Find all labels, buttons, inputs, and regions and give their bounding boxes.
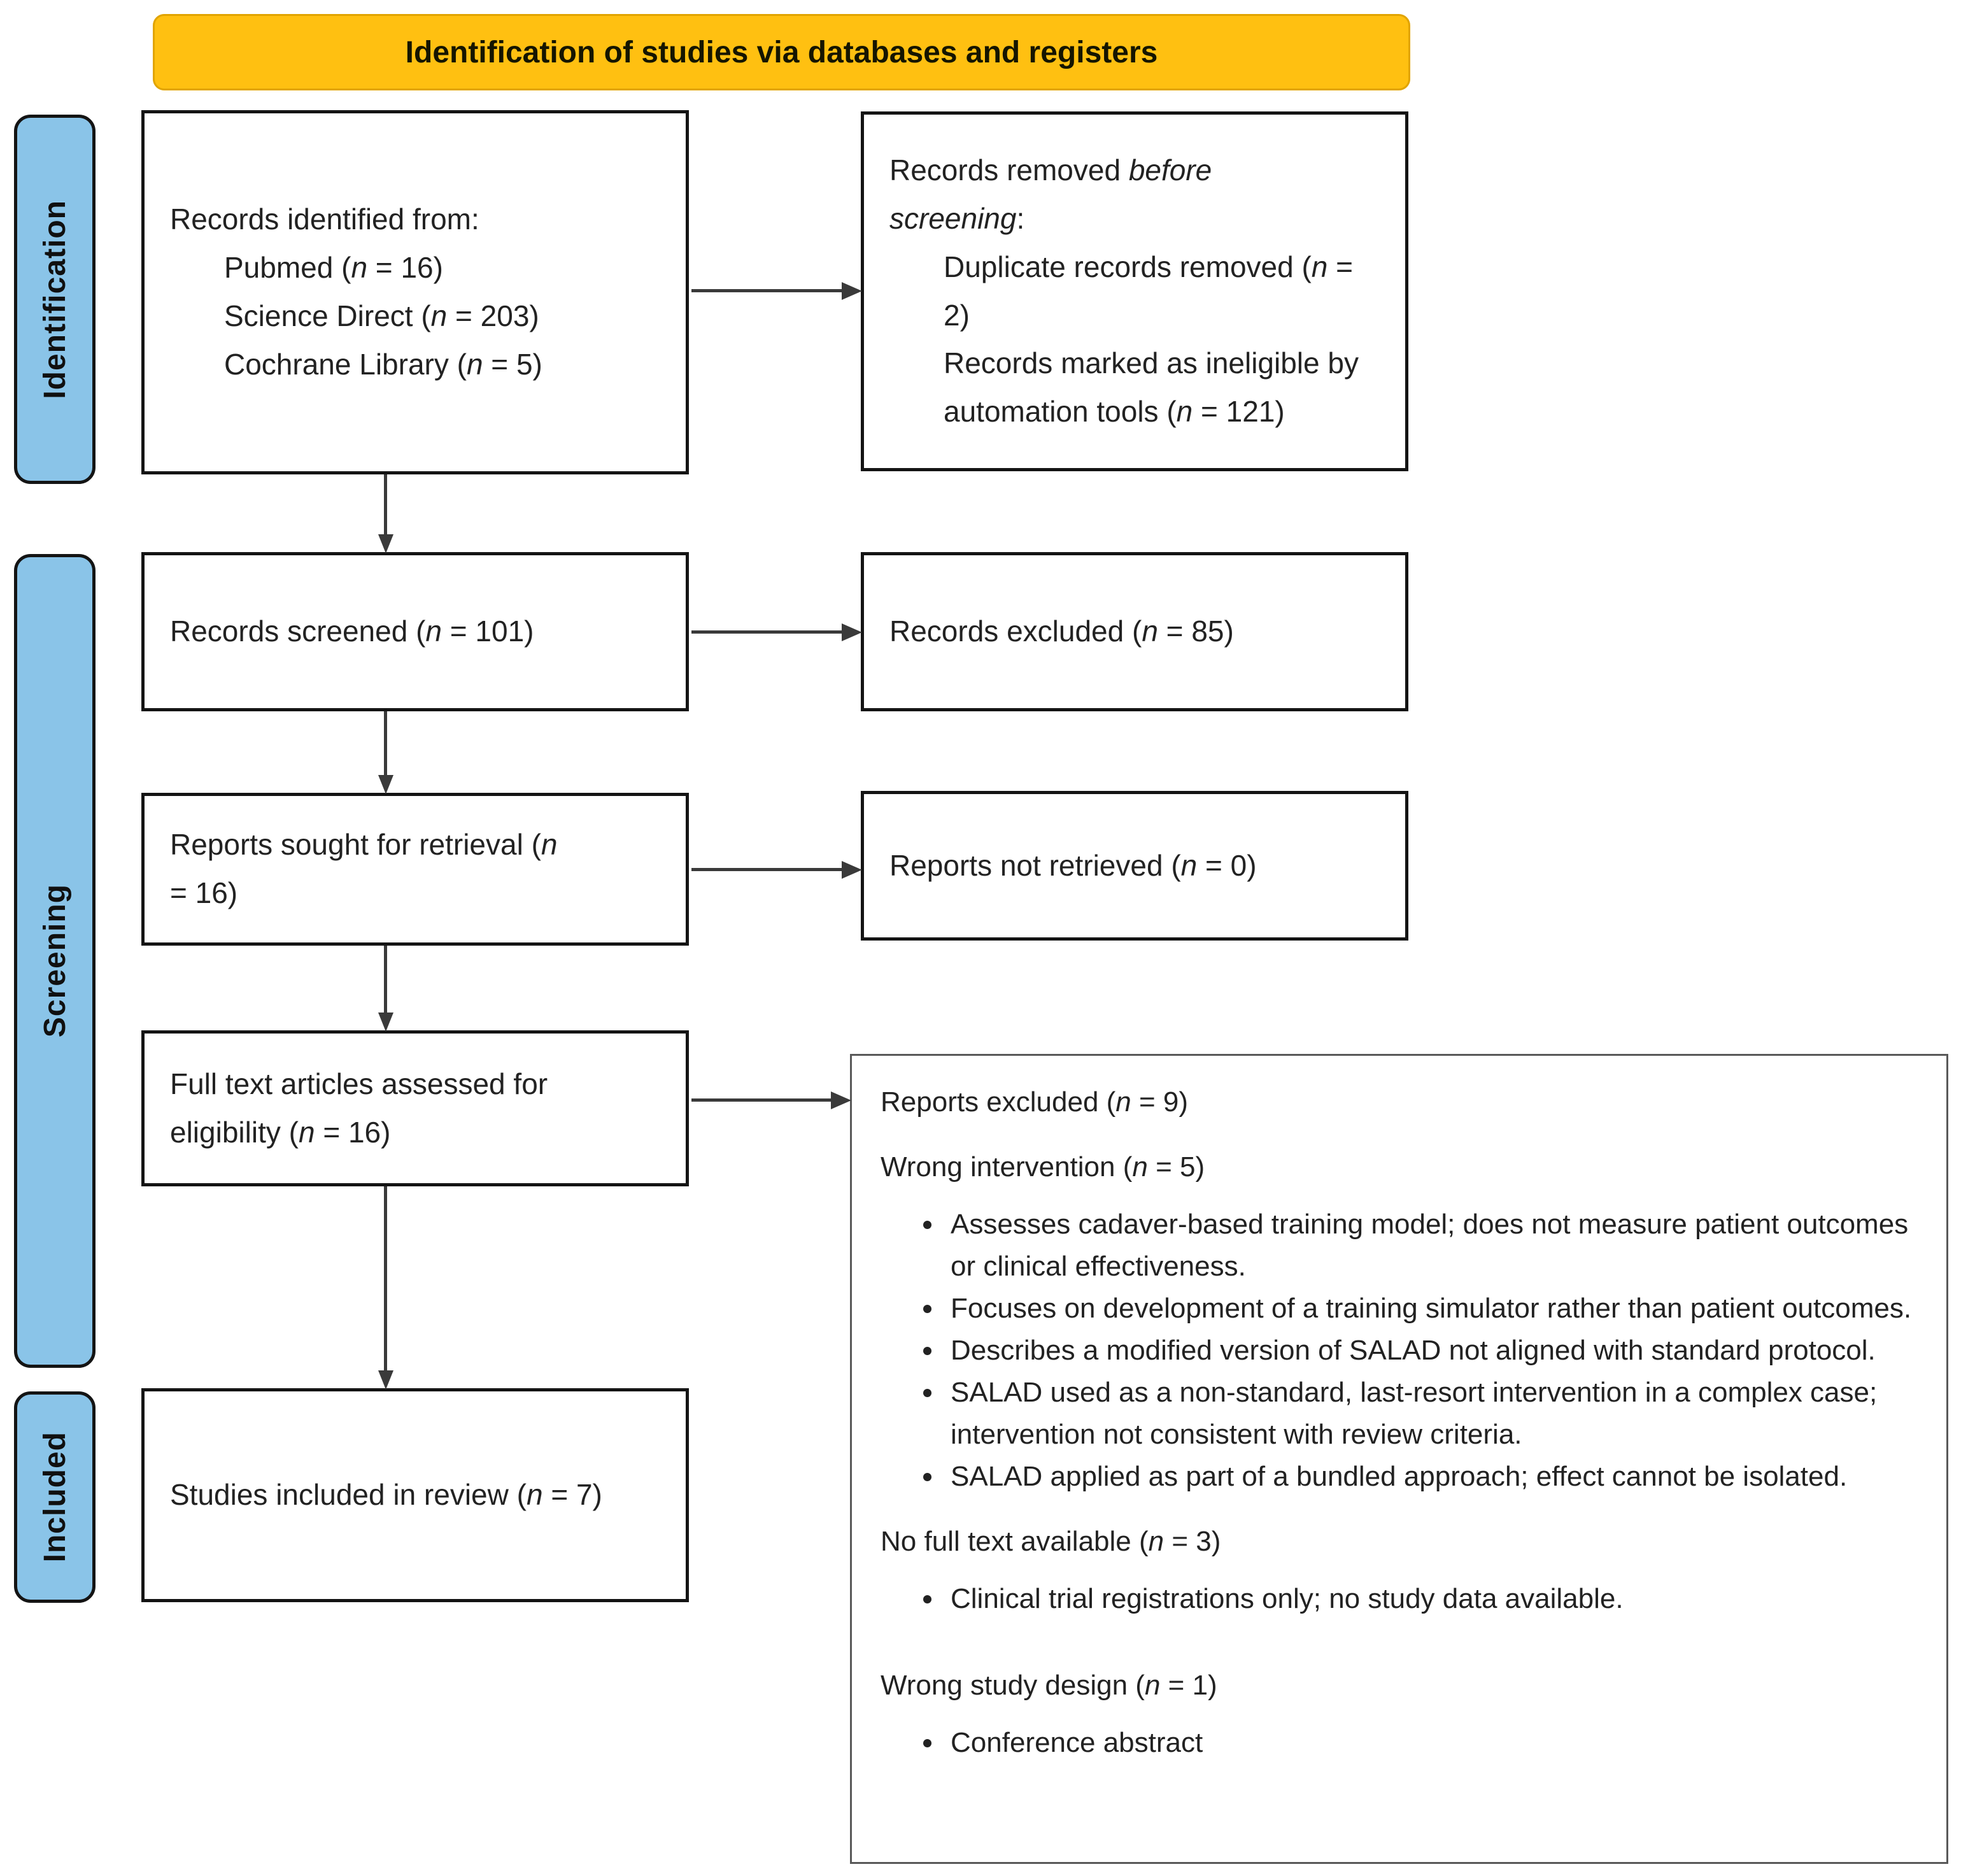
arrow-full-text-to-included [384, 1186, 387, 1372]
stage-identification-label: Identification [38, 199, 72, 399]
box-reports-not-retrieved: Reports not retrieved (n = 0) [861, 791, 1408, 941]
reports-excluded-detail-sections: Wrong intervention (n = 5) Assesses cadav… [881, 1146, 1918, 1764]
exclusion-section-heading: No full text available (n = 3) [881, 1526, 1221, 1557]
stage-screening-label: Screening [38, 884, 72, 1038]
reports-excluded-detail-title: Reports excluded (n = 9) [881, 1086, 1189, 1118]
arrow-identified-to-removed [691, 289, 843, 292]
stage-included: Included [14, 1391, 96, 1603]
records-identified-intro: Records identified from: [170, 203, 479, 236]
exclusion-bullet-list: Assesses cadaver-based training model; d… [881, 1204, 1918, 1498]
arrow-screened-to-excluded [691, 630, 843, 634]
stage-screening: Screening [14, 554, 96, 1368]
exclusion-bullet: SALAD applied as part of a bundled appro… [944, 1456, 1918, 1498]
arrow-sought-to-not-retrieved [691, 868, 843, 871]
records-removed-intro: Records removed before screening: [889, 153, 1212, 235]
box-records-excluded: Records excluded (n = 85) [861, 552, 1408, 711]
exclusion-bullet: Assesses cadaver-based training model; d… [944, 1204, 1918, 1288]
records-excluded-text: Records excluded (n = 85) [889, 615, 1234, 648]
box-records-screened: Records screened (n = 101) [141, 552, 689, 711]
stage-included-label: Included [38, 1432, 72, 1563]
exclusion-section-heading: Wrong intervention (n = 5) [881, 1151, 1205, 1183]
box-reports-sought: Reports sought for retrieval (n = 16) [141, 793, 689, 946]
box-records-identified: Records identified from: Pubmed (n = 16)… [141, 110, 689, 474]
banner-title: Identification of studies via databases … [405, 35, 1158, 69]
exclusion-section-heading: Wrong study design (n = 1) [881, 1670, 1217, 1701]
exclusion-bullet: SALAD used as a non-standard, last-resor… [944, 1372, 1918, 1456]
exclusion-bullet: Conference abstract [944, 1722, 1918, 1764]
arrow-identified-to-screened [384, 474, 387, 536]
exclusion-bullet: Describes a modified version of SALAD no… [944, 1330, 1918, 1372]
exclusion-bullet-list: Conference abstract [881, 1722, 1918, 1764]
box-studies-included: Studies included in review (n = 7) [141, 1388, 689, 1602]
box-records-removed: Records removed before screening: Duplic… [861, 111, 1408, 471]
list-item: Duplicate records removed (n = 2) [944, 250, 1354, 332]
full-text-assessed-text: Full text articles assessed for eligibil… [170, 1067, 548, 1149]
list-item: Pubmed (n = 16) [224, 251, 443, 285]
records-screened-text: Records screened (n = 101) [170, 615, 534, 648]
records-identified-text: Records identified from: Pubmed (n = 16)… [170, 195, 542, 389]
arrow-full-text-to-excluded-detail [691, 1098, 832, 1102]
arrow-sought-to-full-text [384, 946, 387, 1014]
box-reports-excluded-detail: Reports excluded (n = 9) Wrong intervent… [850, 1054, 1948, 1864]
reports-sought-text: Reports sought for retrieval (n = 16) [170, 828, 558, 909]
studies-included-text: Studies included in review (n = 7) [170, 1478, 602, 1512]
records-removed-list: Duplicate records removed (n = 2) Records… [889, 243, 1377, 437]
box-full-text-assessed: Full text articles assessed for eligibil… [141, 1030, 689, 1186]
arrow-screened-to-sought [384, 711, 387, 776]
records-removed-text: Records removed before screening: Duplic… [889, 146, 1377, 436]
records-identified-list: Pubmed (n = 16) Science Direct (n = 203) C… [170, 244, 542, 389]
reports-not-retrieved-text: Reports not retrieved (n = 0) [889, 848, 1257, 882]
exclusion-bullet: Clinical trial registrations only; no st… [944, 1578, 1918, 1620]
list-item: Cochrane Library (n = 5) [224, 347, 542, 381]
banner: Identification of studies via databases … [153, 14, 1410, 90]
stage-identification: Identification [14, 115, 96, 484]
exclusion-bullet-list: Clinical trial registrations only; no st… [881, 1578, 1918, 1620]
list-item: Science Direct (n = 203) [224, 299, 539, 332]
list-item: Records marked as ineligible by automati… [944, 346, 1359, 429]
exclusion-bullet: Focuses on development of a training sim… [944, 1288, 1918, 1330]
